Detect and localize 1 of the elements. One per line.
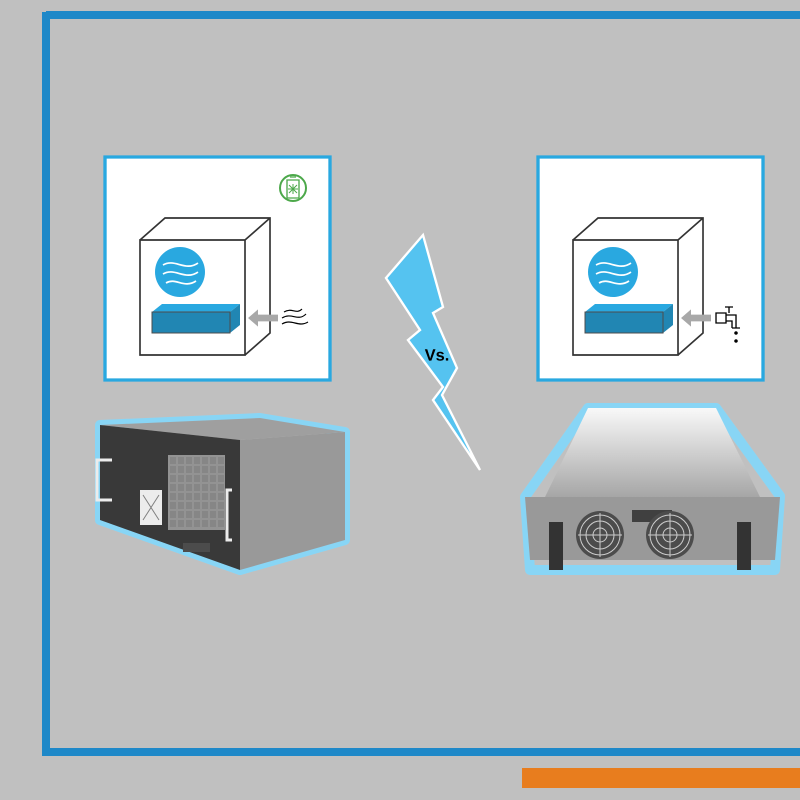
- vs-label: Vs.: [424, 349, 448, 361]
